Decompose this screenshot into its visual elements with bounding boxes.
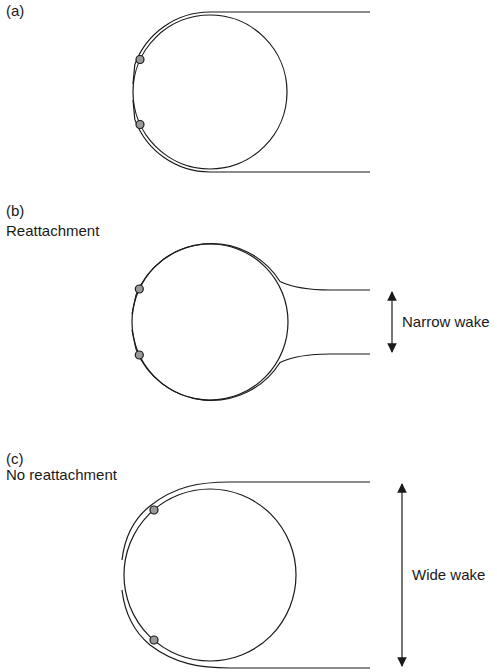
cylinder <box>133 15 287 169</box>
trip-wire <box>150 636 158 644</box>
shear-layer <box>122 590 370 668</box>
panel-title: No reattachment <box>6 466 117 484</box>
panel-letter: (c) <box>6 450 24 468</box>
panel-letter: (b) <box>6 202 24 220</box>
cylinder <box>124 489 296 661</box>
panel-letter: (a) <box>6 2 24 20</box>
shear-layer <box>133 12 370 84</box>
trip-wire <box>150 506 158 514</box>
shear-layer <box>132 244 370 314</box>
shear-layer <box>133 100 370 172</box>
dimension-label: Wide wake <box>412 566 485 584</box>
wake-width-arrow <box>401 484 402 666</box>
wake-width-arrow <box>391 292 392 352</box>
trip-wire <box>136 121 144 129</box>
trip-wire <box>135 285 143 293</box>
trip-wire <box>135 351 143 359</box>
dimension-label: Narrow wake <box>402 313 490 331</box>
shear-layer <box>122 482 370 560</box>
panel-title: Reattachment <box>6 222 99 240</box>
cylinder <box>132 244 288 400</box>
trip-wire <box>136 56 144 64</box>
shear-layer <box>132 330 370 400</box>
